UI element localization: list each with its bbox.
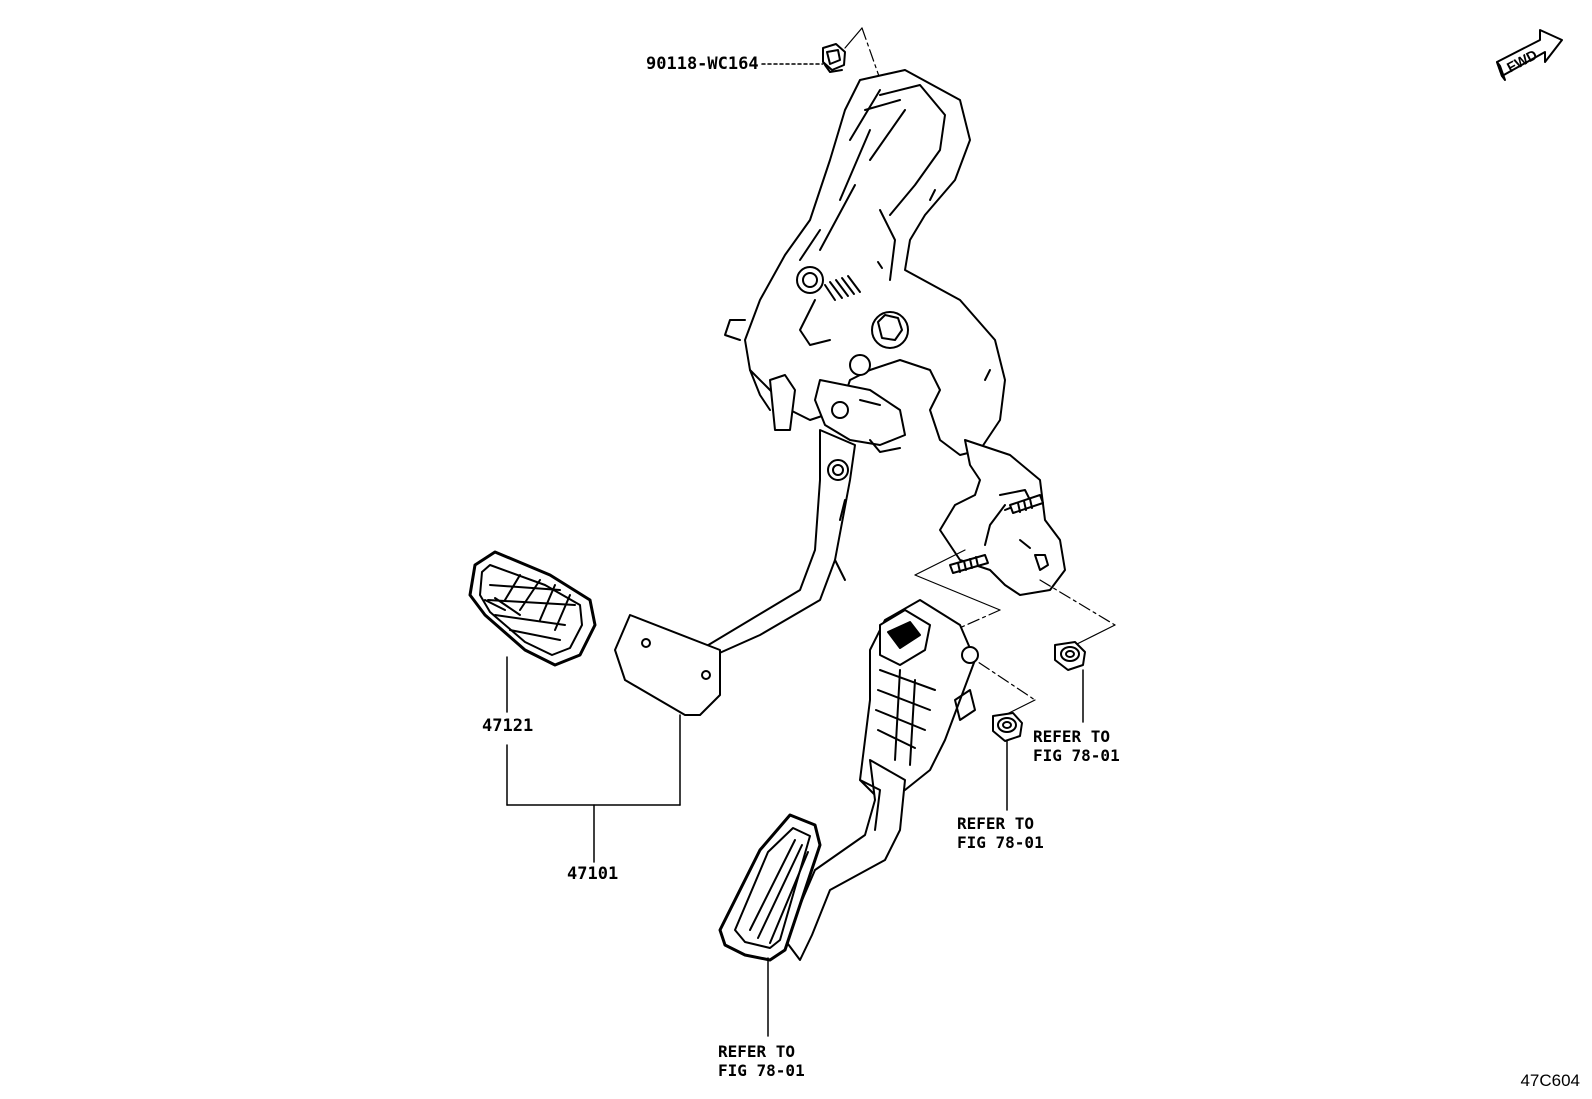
pedal-pad-part-number: 47121	[482, 716, 534, 736]
reference-line-2: FIG 78-01	[718, 1061, 805, 1080]
mounting-bracket	[939, 439, 1066, 596]
reference-line-2: FIG 78-01	[957, 833, 1044, 852]
reference-note-right: REFER TO FIG 78-01	[1033, 727, 1120, 765]
pedal-pad-part	[468, 550, 597, 667]
figure-code: 47C604	[1520, 1071, 1580, 1090]
nut-middle	[992, 712, 1023, 742]
reference-note-middle: REFER TO FIG 78-01	[957, 814, 1044, 852]
nut-top	[822, 43, 846, 73]
reference-line-1: REFER TO	[957, 814, 1035, 833]
reference-line-2: FIG 78-01	[1033, 746, 1120, 765]
nut-right	[1054, 641, 1086, 671]
brake-pedal-part-number: 47101	[567, 864, 619, 884]
pedal-bracket	[724, 69, 1006, 456]
reference-line-1: REFER TO	[718, 1042, 796, 1061]
reference-line-1: REFER TO	[1033, 727, 1111, 746]
brake-pedal-pad	[614, 614, 721, 716]
brake-pedal-arm	[699, 429, 856, 656]
nut-part-number: 90118-WC164	[646, 54, 759, 74]
reference-note-bottom: REFER TO FIG 78-01	[718, 1042, 805, 1080]
fwd-arrow-icon: FWD	[1496, 29, 1563, 81]
accelerator-pedal	[718, 599, 979, 962]
